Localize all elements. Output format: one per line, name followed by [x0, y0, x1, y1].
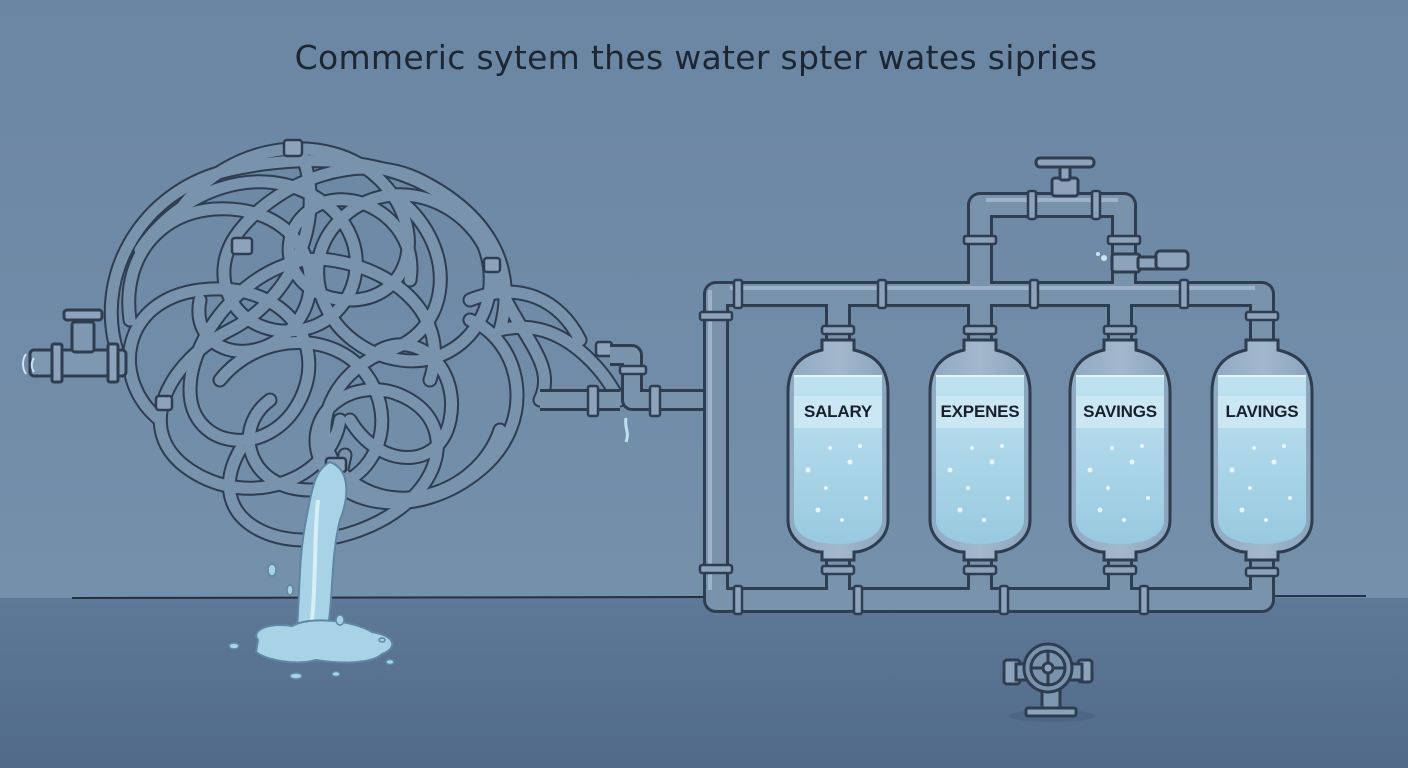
- feed-pipe: [540, 344, 720, 443]
- tank-label-salary: SALARY: [803, 402, 873, 421]
- tangled-hose-icon: [103, 138, 628, 548]
- faucet-icon: [28, 308, 128, 384]
- tank-label-lavings: LAVINGS: [1225, 402, 1299, 421]
- pipe-network: [698, 189, 1280, 616]
- floor: [0, 598, 1408, 768]
- tank-label-expenes: EXPENES: [940, 402, 1020, 421]
- tank-expenes: [928, 338, 1032, 562]
- valve-icon: [1034, 156, 1096, 198]
- tank-savings: [1068, 338, 1172, 562]
- tank-label-savings: SAVINGS: [1083, 402, 1157, 421]
- tank-salary: [786, 338, 890, 562]
- side-valve-icon: [1096, 249, 1190, 274]
- pressure-wheel-icon: [1002, 642, 1096, 722]
- water-splash-icon: [22, 353, 35, 375]
- page-title: Commeric sytem thes water spter wates si…: [294, 38, 1098, 77]
- tank-lavings: [1210, 338, 1314, 562]
- tanks: [786, 338, 1314, 562]
- water-leak: [228, 460, 395, 680]
